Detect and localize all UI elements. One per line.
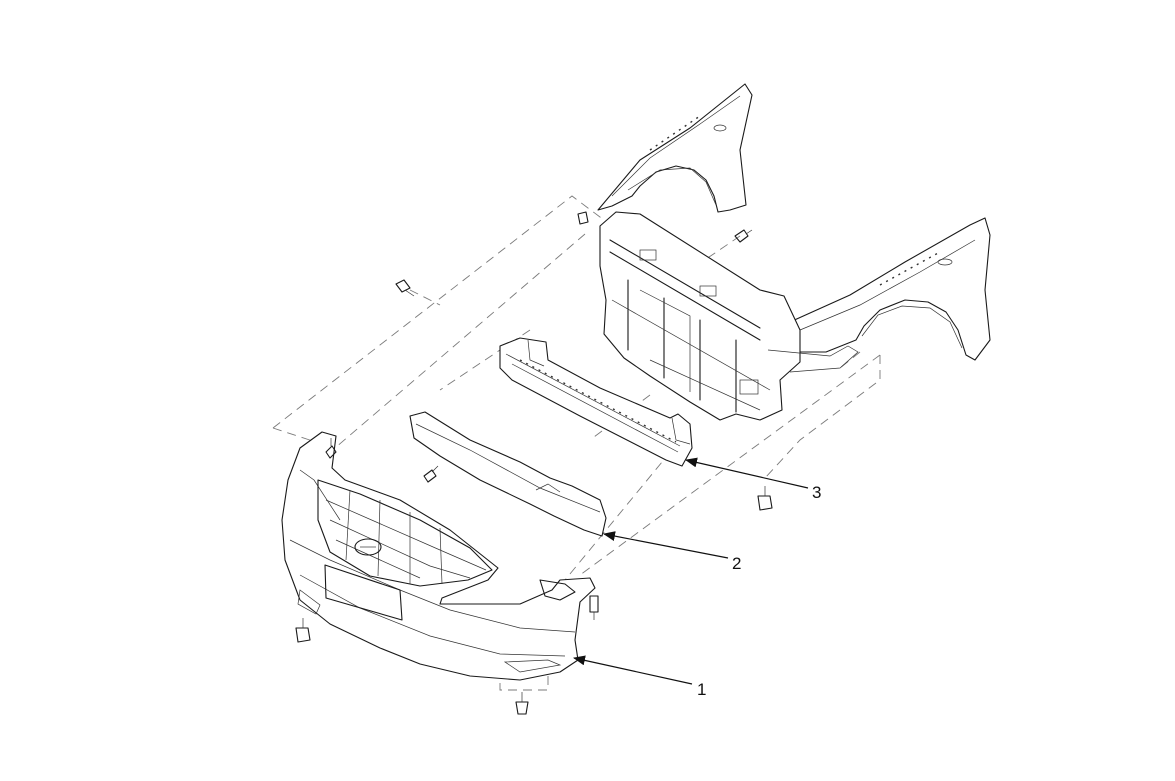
screw-icon: [589, 595, 599, 620]
front-end-module-carrier: [599, 211, 859, 421]
leader-lines: [573, 457, 809, 685]
right-fender: [785, 217, 991, 361]
left-fender: [597, 83, 753, 213]
clip-icon: [515, 692, 529, 715]
leader-line-1: [573, 655, 693, 685]
bumper-beam-part-3: [499, 337, 693, 467]
clip-icon: [295, 618, 311, 643]
bumper-cover-part-1: [281, 431, 596, 681]
energy-absorber-part-2: [409, 411, 607, 537]
callout-label-1: 1: [697, 680, 706, 699]
screw-icon: [325, 438, 337, 459]
callout-label-3: 3: [812, 483, 821, 502]
leader-line-3: [685, 457, 809, 489]
fasteners: [295, 211, 773, 715]
leader-line-2: [603, 531, 729, 559]
callout-label-2: 2: [732, 554, 741, 573]
screw-icon: [423, 465, 439, 483]
clip-icon: [395, 279, 415, 297]
screw-icon: [734, 229, 753, 243]
clip-icon: [577, 211, 589, 225]
clip-icon: [757, 486, 773, 511]
callout-labels: 1 2 3: [697, 483, 821, 699]
